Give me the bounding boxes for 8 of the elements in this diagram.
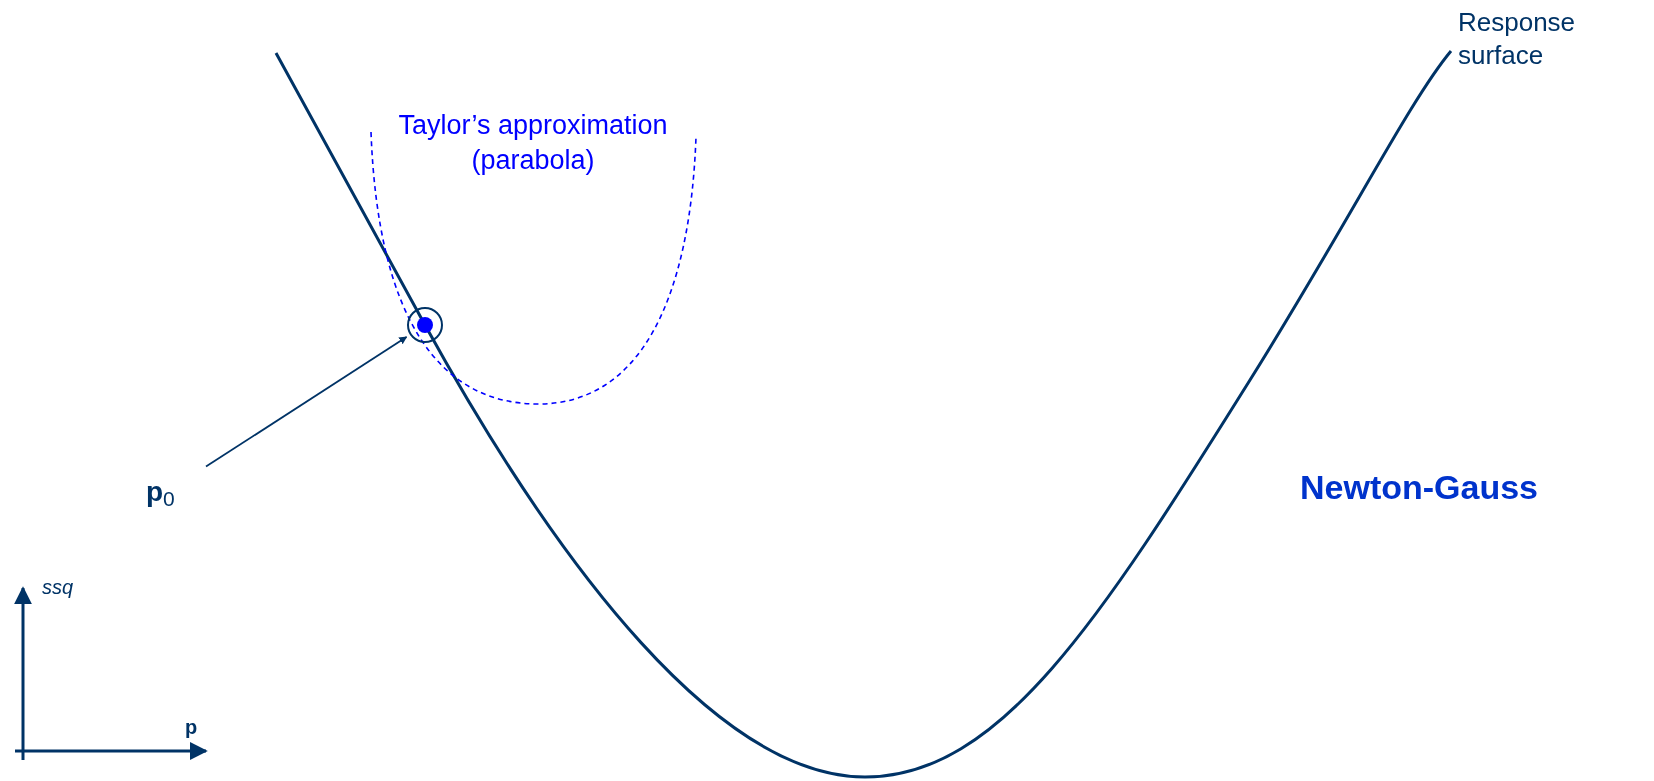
arrow — [205, 336, 408, 468]
axis-label: p — [185, 715, 198, 740]
axis-label: ssq — [42, 575, 74, 600]
curve-label: Response surface — [1458, 6, 1577, 71]
point-label: p$_{0}$ — [146, 466, 206, 506]
method-title: Newton-Gauss — [1300, 467, 1539, 508]
parabola-label: Taylor’s approximation (parabola) — [398, 109, 668, 178]
point-marker — [407, 307, 443, 343]
